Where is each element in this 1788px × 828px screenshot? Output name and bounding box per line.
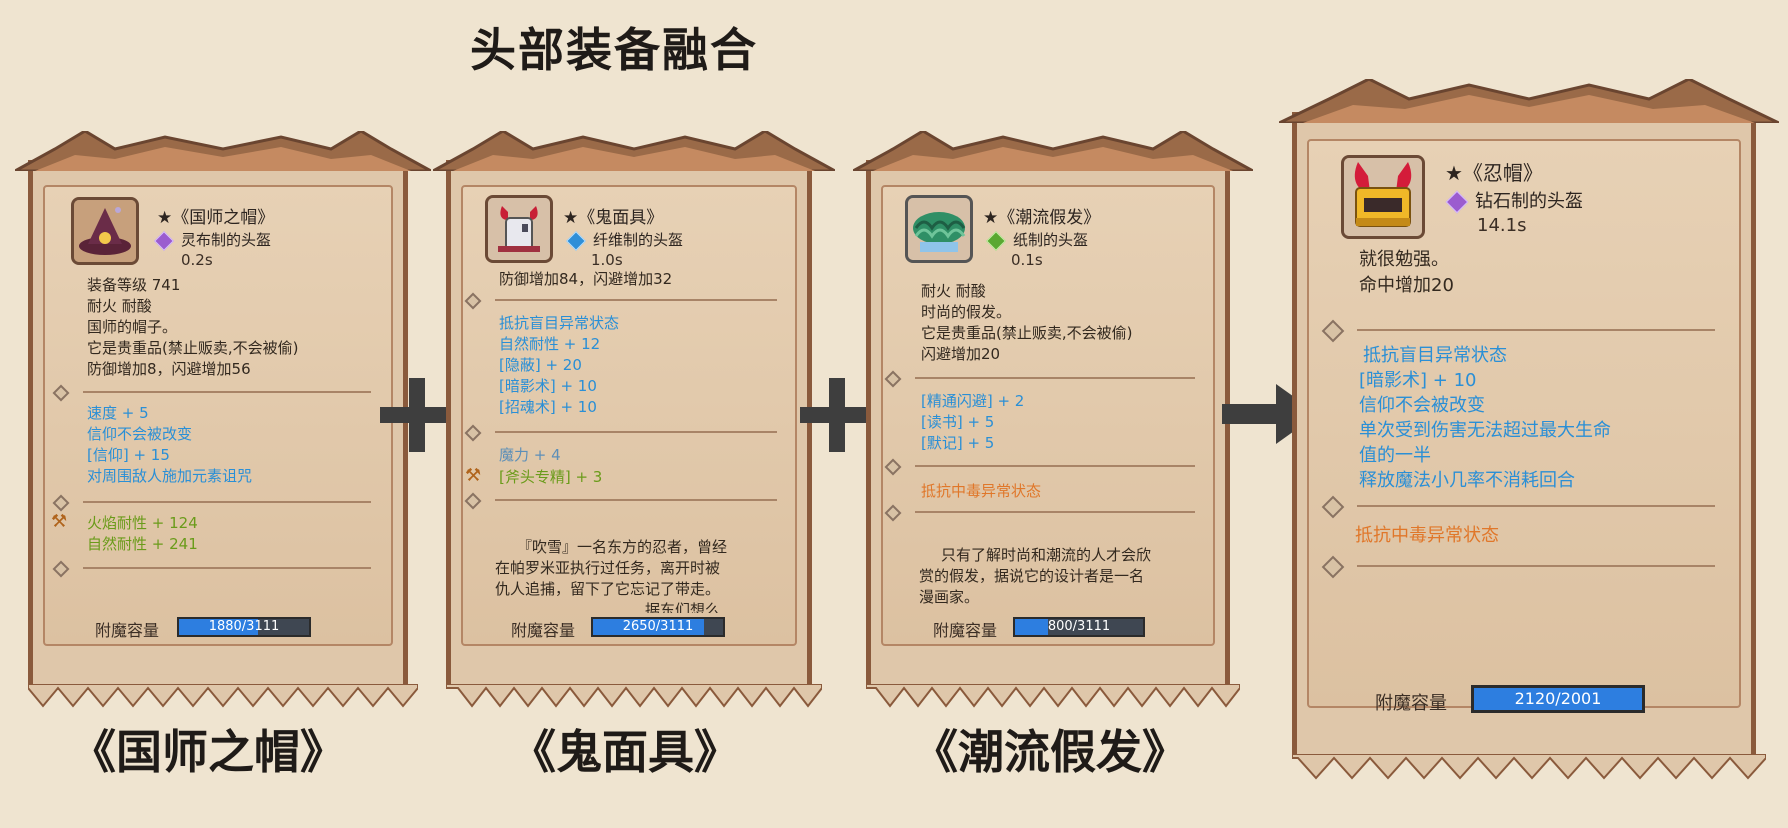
card-roof <box>1279 79 1779 123</box>
capacity-bar: 800/3111 <box>1013 617 1145 637</box>
divider <box>915 465 1195 467</box>
wig-icon <box>905 195 973 263</box>
plus-icon <box>800 378 874 452</box>
item-card-demon-mask: ★《鬼面具》 纤维制的头盔 1.0s 防御增加84，闪避增加32 抵抗盲目异常状… <box>433 131 835 708</box>
capacity-label: 附魔容量 <box>1375 693 1447 714</box>
ninja-helmet-icon <box>1341 155 1425 239</box>
divider <box>495 499 777 501</box>
card-roof <box>433 131 835 171</box>
capacity-label: 附魔容量 <box>95 621 160 640</box>
capacity-fill <box>593 619 704 635</box>
card-zigzag-edge <box>28 684 418 708</box>
card-zigzag-edge <box>866 684 1240 708</box>
item-time: 0.1s <box>1011 251 1043 269</box>
item-lore: 只有了解时尚和潮流的人才会欣 赏的假发，据说它的设计者是一名 漫画家。 <box>919 546 1152 606</box>
base-attributes: 耐火 耐酸 时尚的假发。 它是贵重品(禁止贩卖,不会被偷) 闪避增加20 <box>921 282 1133 363</box>
orange-effects: 抵抗中毒异常状态 <box>1355 525 1499 546</box>
item-material: 纤维制的头盔 <box>566 229 683 251</box>
green-effects: [斧头专精] + 3 <box>499 468 603 486</box>
item-title: ★《鬼面具》 <box>563 208 664 228</box>
capacity-label: 附魔容量 <box>933 621 998 640</box>
blue-effects: [精通闪避] + 2 [读书] + 5 [默记] + 5 <box>921 392 1025 452</box>
divider <box>915 511 1195 513</box>
divider <box>83 501 371 503</box>
capacity-bar: 1880/3111 <box>177 617 311 637</box>
card-zigzag-edge <box>446 684 822 708</box>
caption-demon-mask: 《鬼面具》 <box>510 725 740 779</box>
divider <box>495 431 777 433</box>
page-title: 头部装备融合 <box>470 23 758 77</box>
divider <box>1357 329 1715 331</box>
capacity-value: 2120/2001 <box>1514 689 1602 708</box>
item-material: 灵布制的头盔 <box>154 229 271 251</box>
capacity-fill <box>1474 688 1642 710</box>
divider <box>83 567 371 569</box>
capacity-fill <box>179 619 258 635</box>
capacity-bar: 2120/2001 <box>1471 685 1645 713</box>
item-title: ★《国师之帽》 <box>157 208 275 228</box>
item-lore: 『吹雪』一名东方的忍者，曾经 在帕罗米亚执行过任务，离开时被 仇人追捕，留下了它… <box>495 538 728 613</box>
item-time: 14.1s <box>1477 215 1527 236</box>
orange-effects: 抵抗中毒异常状态 <box>921 482 1042 500</box>
gem-icon <box>566 230 586 251</box>
item-material: 纸制的头盔 <box>986 229 1088 251</box>
item-title: ★《潮流假发》 <box>983 208 1101 228</box>
item-card-wizard-hat: ★《国师之帽》 灵布制的头盔 0.2s 装备等级 741 耐火 耐酸 国师的帽子… <box>15 131 431 708</box>
blue-effects: 抵抗盲目异常状态 自然耐性 + 12 [隐蔽] + 20 [暗影术] + 10 … <box>499 314 620 416</box>
demon-mask-icon <box>485 195 553 263</box>
capacity-label: 附魔容量 <box>511 621 576 640</box>
capacity-bar: 2650/3111 <box>591 617 725 637</box>
plus-icon <box>380 378 454 452</box>
divider <box>83 391 371 393</box>
card-zigzag-edge <box>1292 754 1766 780</box>
card-roof <box>853 131 1253 171</box>
gem-icon <box>154 230 174 251</box>
green-effects: 火焰耐性 + 124 自然耐性 + 241 <box>87 514 198 553</box>
card-roof <box>15 131 431 171</box>
axe-icon: ⚒ <box>51 511 68 532</box>
base-attributes: 就很勉强。 命中增加20 <box>1359 249 1454 296</box>
base-attributes: 防御增加84，闪避增加32 <box>499 270 673 288</box>
capacity-value: 1880/3111 <box>208 619 280 634</box>
divider <box>915 377 1195 379</box>
gem-icon <box>986 230 1006 251</box>
axe-icon: ⚒ <box>465 465 482 486</box>
item-time: 1.0s <box>591 251 623 269</box>
item-card-ninja-hat: ★《忍帽》 钻石制的头盔 14.1s 就很勉强。 命中增加20 抵抗盲目异常状态… <box>1279 79 1779 780</box>
gem-icon <box>1445 190 1469 214</box>
capacity-value: 2650/3111 <box>622 619 694 634</box>
item-title: ★《忍帽》 <box>1445 161 1543 185</box>
caption-wizard-hat: 《国师之帽》 <box>70 725 346 779</box>
lower-effects: 魔力 + 4 <box>499 446 561 464</box>
item-time: 0.2s <box>181 251 213 269</box>
blue-effects: 速度 + 5 信仰不会被改变 [信仰] + 15 对周围敌人施加元素诅咒 <box>87 404 253 485</box>
base-attributes: 装备等级 741 耐火 耐酸 国师的帽子。 它是贵重品(禁止贩卖,不会被偷) 防… <box>87 276 299 378</box>
item-card-trendy-wig: ★《潮流假发》 纸制的头盔 0.1s 耐火 耐酸 时尚的假发。 它是贵重品(禁止… <box>853 131 1253 708</box>
divider <box>1357 505 1715 507</box>
capacity-value: 800/3111 <box>1047 619 1111 634</box>
divider <box>1357 565 1715 567</box>
wizard-hat-icon <box>71 197 139 265</box>
item-material: 钻石制的头盔 <box>1445 187 1583 214</box>
capacity-fill <box>1015 619 1048 635</box>
blue-effects: 抵抗盲目异常状态 [暗影术] + 10 信仰不会被改变 单次受到伤害无法超过最大… <box>1359 345 1611 491</box>
caption-trendy-wig: 《潮流假发》 <box>912 725 1188 779</box>
divider <box>495 299 777 301</box>
